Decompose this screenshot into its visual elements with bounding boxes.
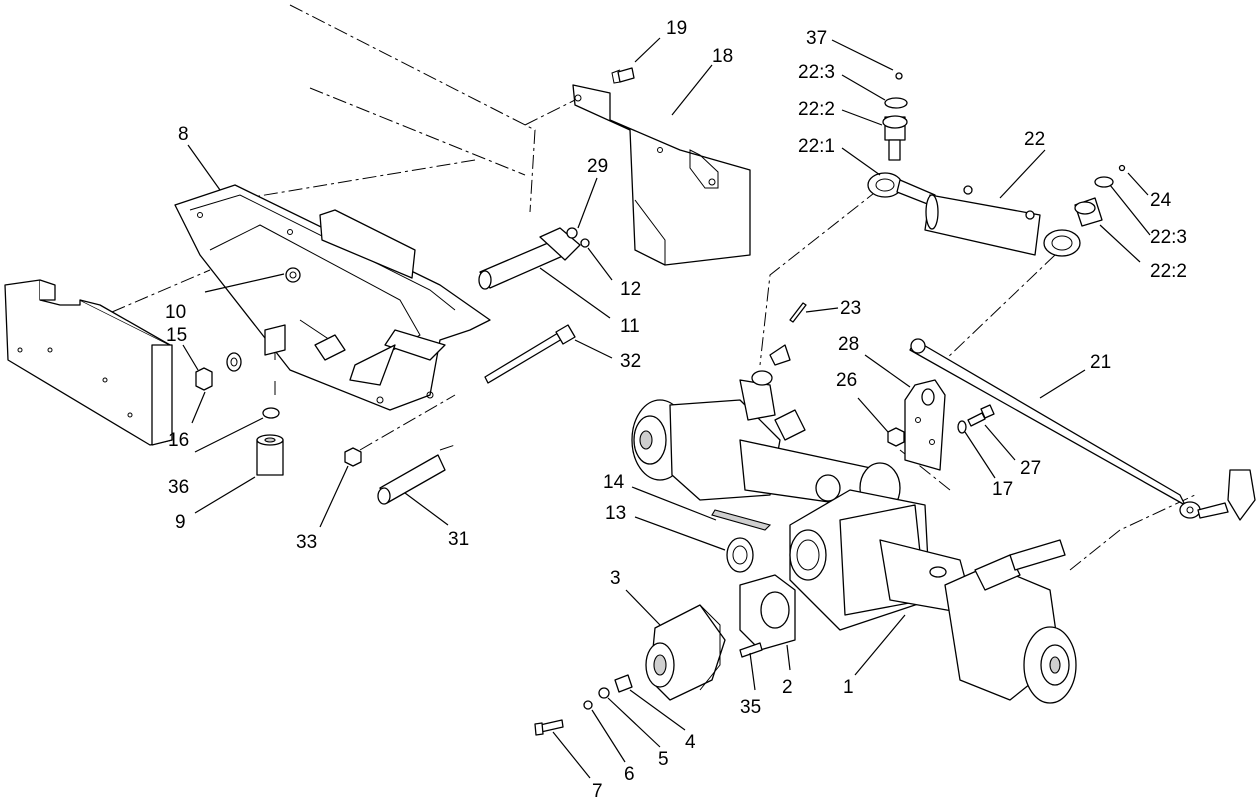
callout-2: 2 bbox=[782, 677, 793, 698]
bolt-35 bbox=[739, 642, 763, 658]
front-frame-weldment bbox=[174, 184, 491, 411]
bolt-19 bbox=[611, 67, 635, 84]
nut-33 bbox=[344, 447, 362, 467]
washer-15 bbox=[226, 352, 242, 372]
bracket-28 bbox=[904, 379, 946, 471]
callout-11: 11 bbox=[620, 316, 640, 337]
callout-29: 29 bbox=[587, 156, 608, 177]
bolt-7 bbox=[534, 719, 564, 736]
callout-37: 37 bbox=[806, 28, 827, 49]
washer-5 bbox=[598, 687, 610, 699]
callout-19: 19 bbox=[666, 18, 687, 39]
callout-14: 14 bbox=[603, 472, 625, 493]
callout-22-3-right: 22:3 bbox=[1150, 227, 1187, 248]
callout-22-3: 22:3 bbox=[798, 62, 835, 83]
ball-joint-top bbox=[882, 72, 908, 161]
callout-7: 7 bbox=[592, 781, 603, 802]
callout-18: 18 bbox=[712, 46, 733, 67]
leader-lines bbox=[182, 37, 1151, 779]
counterweight-plate bbox=[4, 279, 173, 446]
callout-9: 9 bbox=[175, 512, 186, 533]
callout-24: 24 bbox=[1150, 190, 1172, 211]
callout-28: 28 bbox=[838, 334, 859, 355]
callout-22: 22 bbox=[1024, 129, 1045, 150]
callout-31: 31 bbox=[448, 529, 469, 550]
steering-cylinder-11 bbox=[478, 227, 590, 290]
bolt-32 bbox=[484, 324, 576, 384]
callout-8: 8 bbox=[178, 124, 189, 145]
nut-26 bbox=[887, 427, 905, 447]
washer-17 bbox=[957, 420, 967, 434]
callout-32: 32 bbox=[620, 351, 641, 372]
washer-36 bbox=[262, 407, 280, 419]
callout-4: 4 bbox=[685, 732, 696, 753]
mounting-bracket bbox=[572, 84, 751, 266]
callout-6: 6 bbox=[624, 764, 635, 785]
callout-13: 13 bbox=[605, 503, 626, 524]
bolt-27 bbox=[967, 404, 995, 427]
callout-3: 3 bbox=[610, 568, 621, 589]
phantom-lines bbox=[111, 4, 1196, 571]
tie-rod-21 bbox=[909, 338, 1256, 521]
callout-1: 1 bbox=[843, 677, 854, 698]
callout-35: 35 bbox=[740, 697, 761, 718]
callout-33: 33 bbox=[296, 532, 317, 553]
callout-36: 36 bbox=[168, 477, 189, 498]
hydraulic-motor-3 bbox=[645, 604, 726, 701]
callout-16: 16 bbox=[168, 430, 189, 451]
callout-22-1: 22:1 bbox=[798, 136, 835, 157]
callout-21: 21 bbox=[1090, 352, 1111, 373]
callout-17: 17 bbox=[992, 479, 1013, 500]
axle-assembly bbox=[631, 344, 1077, 704]
spacer-9 bbox=[256, 434, 284, 476]
callout-12: 12 bbox=[620, 279, 641, 300]
fitting-4 bbox=[614, 674, 633, 693]
callout-10: 10 bbox=[165, 302, 186, 323]
callout-23: 23 bbox=[840, 298, 861, 319]
cotter-pin-23 bbox=[789, 302, 807, 323]
callout-labels: 19 18 37 22:3 22:2 22:1 22 24 22:3 22:2 … bbox=[165, 18, 1187, 802]
nut-16 bbox=[195, 367, 213, 391]
callout-26: 26 bbox=[836, 370, 857, 391]
ball-joint-right bbox=[1074, 164, 1126, 227]
tube-31 bbox=[377, 454, 446, 505]
callout-15: 15 bbox=[166, 325, 187, 346]
washer-6 bbox=[583, 700, 593, 710]
steering-cylinder-22 bbox=[867, 172, 1081, 257]
callout-22-2: 22:2 bbox=[798, 99, 835, 120]
callout-5: 5 bbox=[658, 749, 669, 770]
callout-27: 27 bbox=[1020, 458, 1041, 479]
callout-22-2-right: 22:2 bbox=[1150, 261, 1187, 282]
